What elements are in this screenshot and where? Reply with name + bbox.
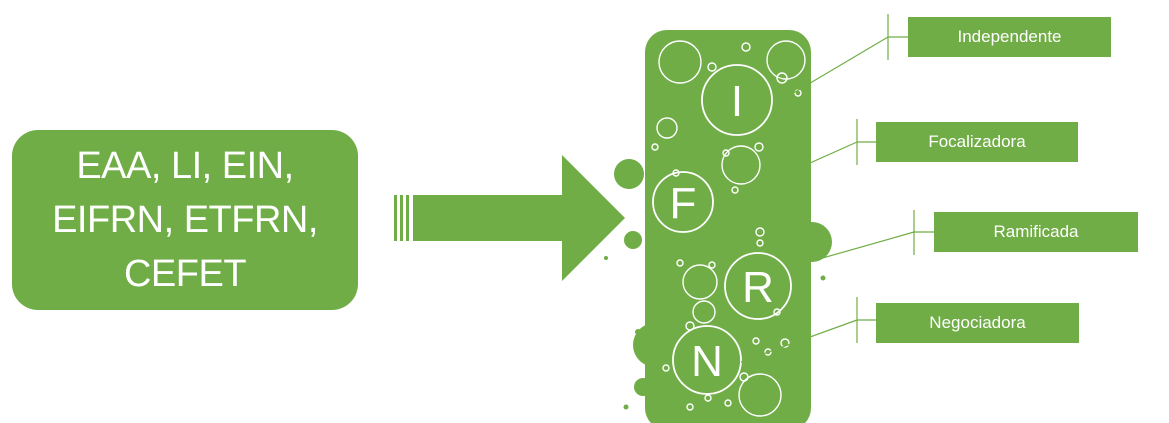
label-negociadora: Negociadora: [876, 303, 1079, 343]
label-independente: Independente: [908, 17, 1111, 57]
letter-i: I: [731, 77, 743, 126]
arrow-stripe-2: [400, 195, 403, 241]
label-focalizadora: Focalizadora: [876, 122, 1078, 162]
arrow-stripe-1: [394, 195, 397, 241]
dot: [821, 276, 826, 281]
arrow-body: [413, 155, 625, 281]
letter-f: F: [670, 179, 697, 228]
arrow: [394, 155, 625, 281]
dot: [624, 231, 642, 249]
letter-n: N: [691, 337, 723, 386]
arrow-stripe-3: [406, 195, 409, 241]
big-green-bubble: [633, 323, 677, 367]
dot: [624, 405, 629, 410]
letter-r: R: [742, 263, 774, 312]
label-ramificada: Ramificada: [934, 212, 1138, 252]
dot: [614, 159, 644, 189]
dot: [604, 256, 608, 260]
